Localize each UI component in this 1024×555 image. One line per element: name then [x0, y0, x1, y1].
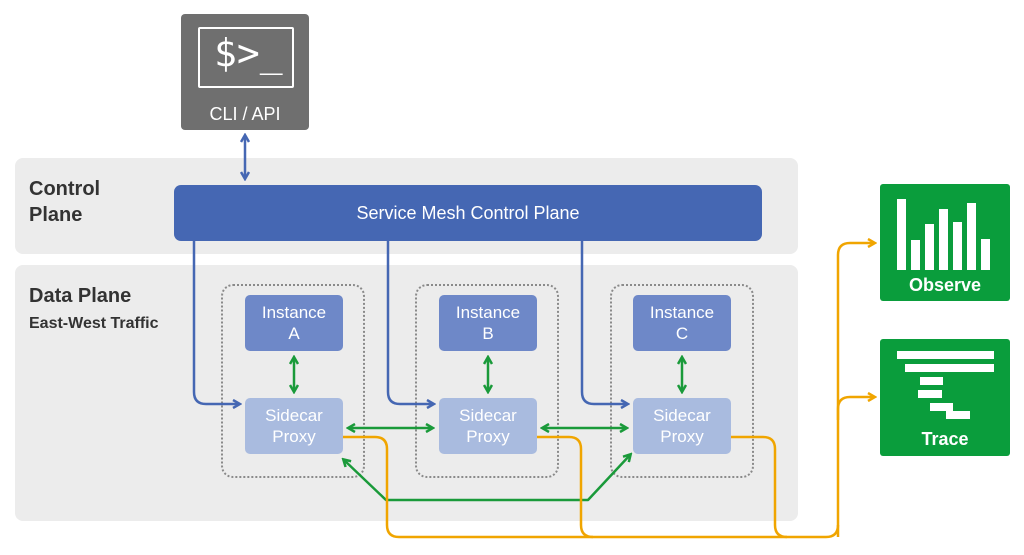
bar-chart-icon — [897, 199, 990, 270]
instance-c: Instance C — [633, 295, 731, 351]
control-plane-label: Service Mesh Control Plane — [356, 202, 580, 223]
telemetry-proxy-a-path — [343, 435, 840, 539]
sidecar-proxy-c: Sidecar Proxy — [633, 398, 731, 454]
proxy-a-c-arrow — [344, 455, 630, 502]
data-plane-subtitle: East-West Traffic — [29, 315, 159, 332]
telemetry-to-observe-arrow — [836, 243, 874, 537]
observe-box: Observe — [880, 184, 1010, 301]
terminal-prompt: $>_ — [214, 31, 283, 75]
cli-api-label: CLI / API — [209, 104, 281, 124]
sidecar-proxy-b: Sidecar Proxy — [439, 398, 537, 454]
control-to-proxy-a-arrow — [192, 241, 239, 404]
observe-label: Observe — [908, 275, 982, 295]
telemetry-proxy-c-path — [731, 435, 788, 539]
instance-b: Instance B — [439, 295, 537, 351]
terminal-icon: $>_ — [198, 27, 294, 88]
control-to-proxy-c-arrow — [580, 241, 627, 404]
control-plane-bar: Service Mesh Control Plane — [174, 185, 762, 241]
pod-b — [415, 284, 559, 478]
pod-c — [610, 284, 754, 478]
telemetry-to-trace-arrow — [836, 397, 874, 420]
control-plane-title: Control Plane — [29, 178, 101, 226]
data-plane-title: Data Plane — [29, 285, 132, 307]
trace-label: Trace — [921, 429, 969, 449]
instance-a: Instance A — [245, 295, 343, 351]
trace-waterfall-icon — [897, 351, 994, 419]
cli-api-box: $>_ CLI / API — [181, 14, 309, 130]
control-to-proxy-b-arrow — [386, 241, 433, 404]
telemetry-proxy-b-path — [537, 435, 594, 539]
sidecar-proxy-a: Sidecar Proxy — [245, 398, 343, 454]
pod-a — [221, 284, 365, 478]
trace-box: Trace — [880, 339, 1010, 456]
